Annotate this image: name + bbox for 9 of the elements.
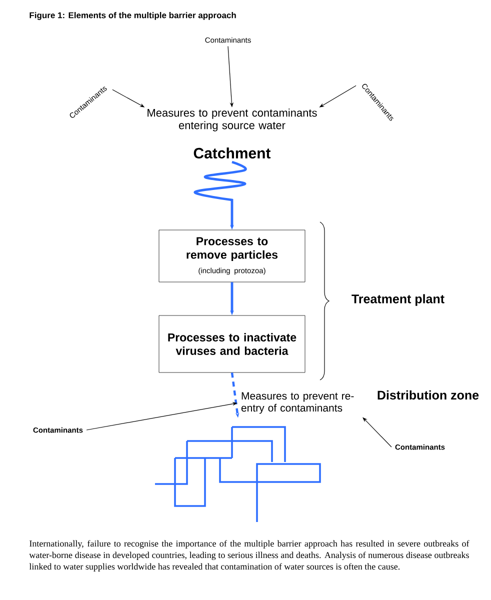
figure-title: Figure 1: Elements of the multiple barrier approach bbox=[30, 12, 236, 20]
zone-label: Distribution zone bbox=[378, 390, 479, 400]
barrier-text: Measures to prevent re-entry of contaminants bbox=[241, 392, 354, 414]
caption-paragraph: Internationally, failure to recognise the importance of the multiple barrier approach has resulted in severe outbreaks of water-borne disease in developed countries, leading to serious illness and deaths. Analysis of numerous disease outbreaks linked to water supplies worldwide has revealed that contamination of water sources is often the cause. bbox=[29, 540, 470, 572]
pipe-network-drawing bbox=[155, 426, 321, 522]
zone-label: Treatment plant bbox=[352, 294, 444, 306]
process-box: Processes to inactivate viruses and bacteria bbox=[158, 315, 306, 373]
barrier-text: Measures to prevent contaminants entering source water bbox=[148, 108, 317, 132]
catchment-label: Catchment bbox=[194, 148, 271, 158]
